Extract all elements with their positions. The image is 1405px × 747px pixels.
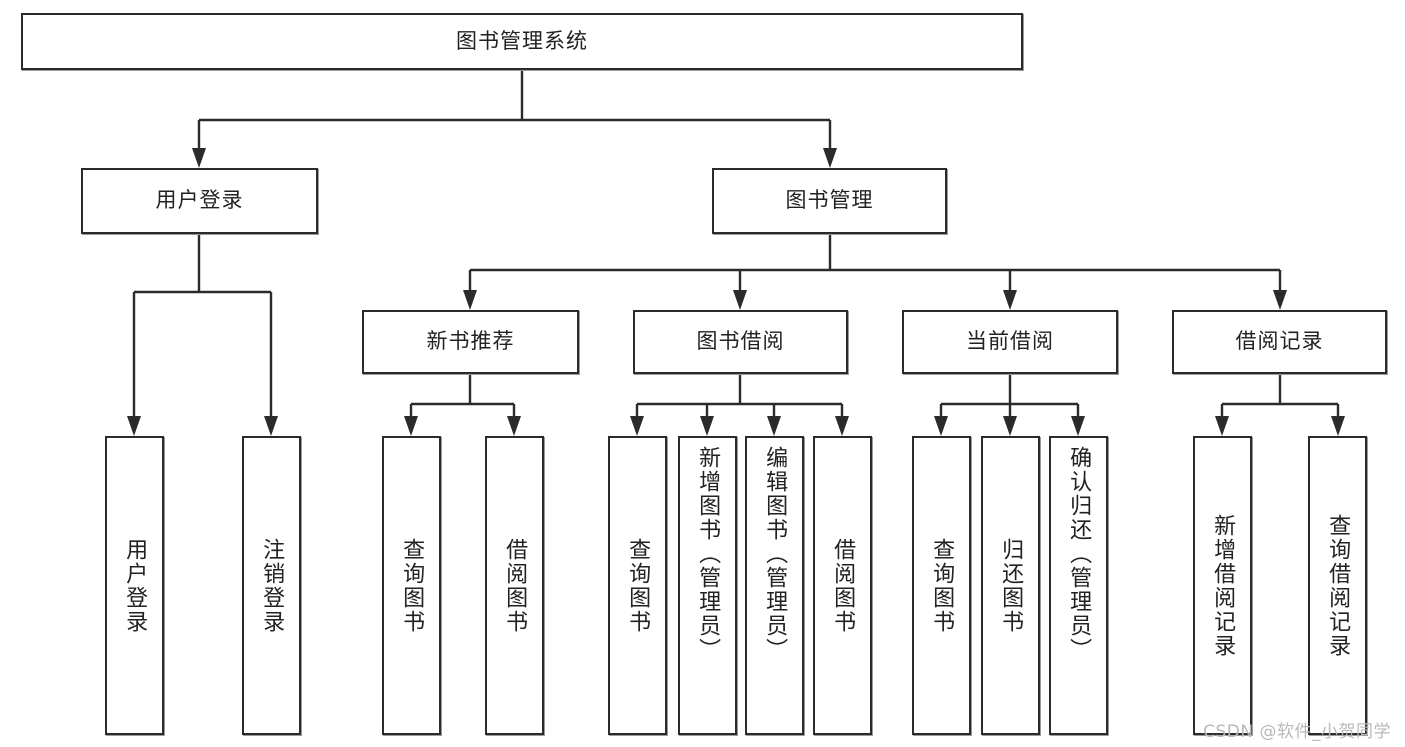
node-root-label: 图书管理系统: [456, 28, 588, 53]
leaf-query-book-3[interactable]: 查询图书: [912, 436, 971, 735]
node-user-login-label: 用户登录: [155, 188, 244, 213]
leaf-query-record-label: 查询借阅记录: [1325, 513, 1351, 658]
leaf-add-book-label: 新增图书（管理员）: [695, 446, 721, 662]
node-new-book-recommend[interactable]: 新书推荐: [362, 310, 579, 374]
node-book-borrow[interactable]: 图书借阅: [633, 310, 848, 374]
leaf-query-book-1[interactable]: 查询图书: [382, 436, 441, 735]
node-book-manage[interactable]: 图书管理: [712, 168, 947, 234]
leaf-user-login-label: 用户登录: [122, 537, 148, 634]
node-current-borrow-label: 当前借阅: [966, 329, 1054, 354]
leaf-borrow-book-2[interactable]: 借阅图书: [813, 436, 872, 735]
leaf-borrow-book-1-label: 借阅图书: [502, 537, 528, 634]
leaf-logout-login[interactable]: 注销登录: [242, 436, 301, 735]
leaf-edit-book-label: 编辑图书（管理员）: [762, 446, 788, 662]
node-book-borrow-label: 图书借阅: [696, 329, 785, 354]
leaf-add-record-label: 新增借阅记录: [1210, 513, 1236, 658]
leaf-add-book[interactable]: 新增图书（管理员）: [678, 436, 737, 735]
leaf-logout-login-label: 注销登录: [259, 537, 285, 634]
leaf-query-book-2-label: 查询图书: [625, 537, 651, 634]
leaf-query-book-3-label: 查询图书: [929, 537, 955, 634]
node-current-borrow[interactable]: 当前借阅: [902, 310, 1118, 374]
node-user-login[interactable]: 用户登录: [81, 168, 318, 234]
node-root[interactable]: 图书管理系统: [21, 13, 1023, 70]
leaf-query-book-2[interactable]: 查询图书: [608, 436, 667, 735]
leaf-borrow-book-2-label: 借阅图书: [830, 537, 856, 634]
leaf-return-book-label: 归还图书: [998, 537, 1024, 634]
node-new-book-recommend-label: 新书推荐: [426, 329, 515, 354]
leaf-confirm-return-label: 确认归还（管理员）: [1066, 446, 1092, 662]
leaf-query-book-1-label: 查询图书: [399, 537, 425, 634]
leaf-user-login[interactable]: 用户登录: [105, 436, 164, 735]
leaf-edit-book[interactable]: 编辑图书（管理员）: [745, 436, 804, 735]
node-book-manage-label: 图书管理: [785, 188, 874, 213]
leaf-borrow-book-1[interactable]: 借阅图书: [485, 436, 544, 735]
leaf-confirm-return[interactable]: 确认归还（管理员）: [1049, 436, 1108, 735]
watermark: CSDN @软件_小贺同学: [1203, 722, 1391, 742]
leaf-return-book[interactable]: 归还图书: [981, 436, 1040, 735]
leaf-add-record[interactable]: 新增借阅记录: [1193, 436, 1252, 735]
leaf-query-record[interactable]: 查询借阅记录: [1308, 436, 1367, 735]
node-borrow-record[interactable]: 借阅记录: [1172, 310, 1387, 374]
node-borrow-record-label: 借阅记录: [1235, 329, 1324, 354]
